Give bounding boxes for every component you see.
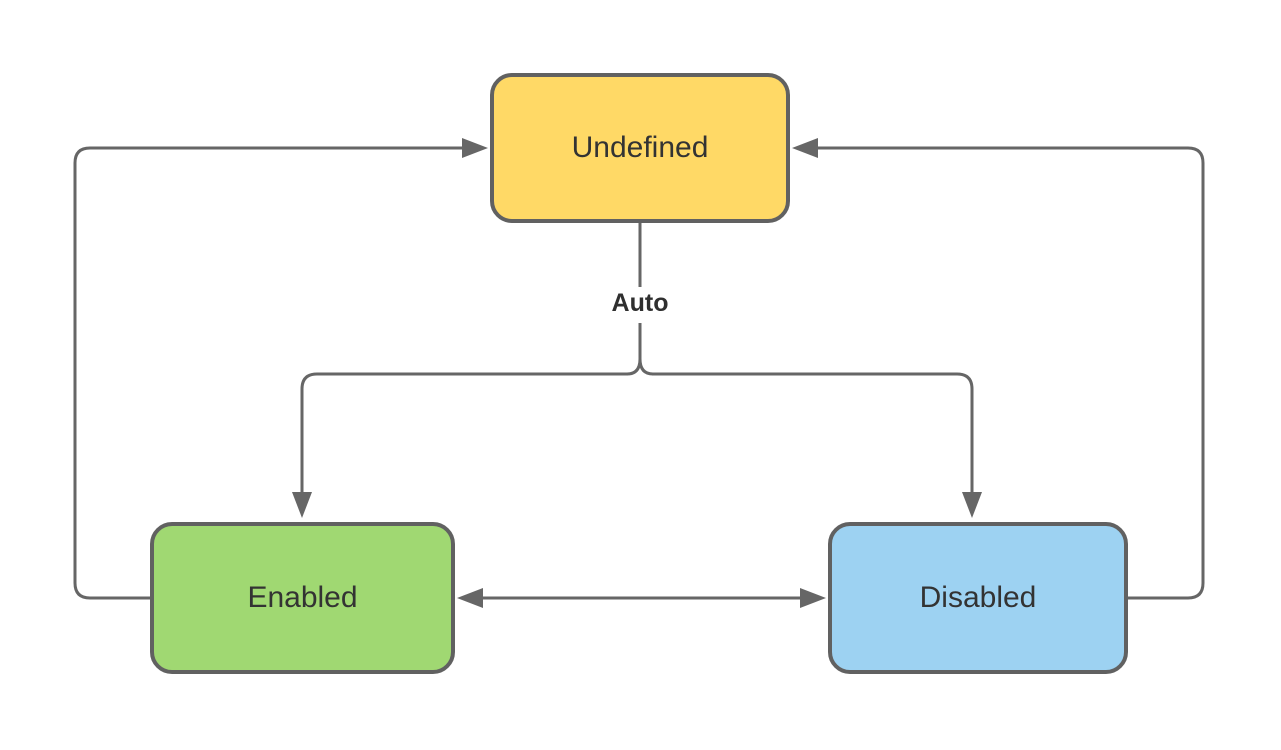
edge-enabled-disabled-bidirectional (457, 588, 826, 608)
arrowhead-into-undefined-left (462, 138, 488, 158)
arrowhead-into-enabled-top (292, 492, 312, 518)
node-undefined: Undefined (490, 73, 790, 223)
node-undefined-label: Undefined (571, 131, 709, 164)
edge-undefined-auto-stem (626, 223, 654, 376)
node-disabled-label: Disabled (919, 581, 1037, 614)
node-enabled-label: Enabled (247, 581, 358, 614)
edge-auto-to-disabled (652, 372, 982, 518)
edge-disabled-to-undefined (792, 138, 1205, 600)
node-enabled: Enabled (150, 522, 455, 674)
edge-enabled-to-undefined (73, 138, 488, 600)
node-disabled: Disabled (828, 522, 1128, 674)
arrowhead-into-enabled-right (457, 588, 483, 608)
arrowhead-into-disabled-top (962, 492, 982, 518)
edge-auto-to-enabled (292, 372, 628, 518)
arrowhead-into-disabled-left (800, 588, 826, 608)
arrowhead-into-undefined-right (792, 138, 818, 158)
edge-label-auto: Auto (607, 289, 673, 318)
